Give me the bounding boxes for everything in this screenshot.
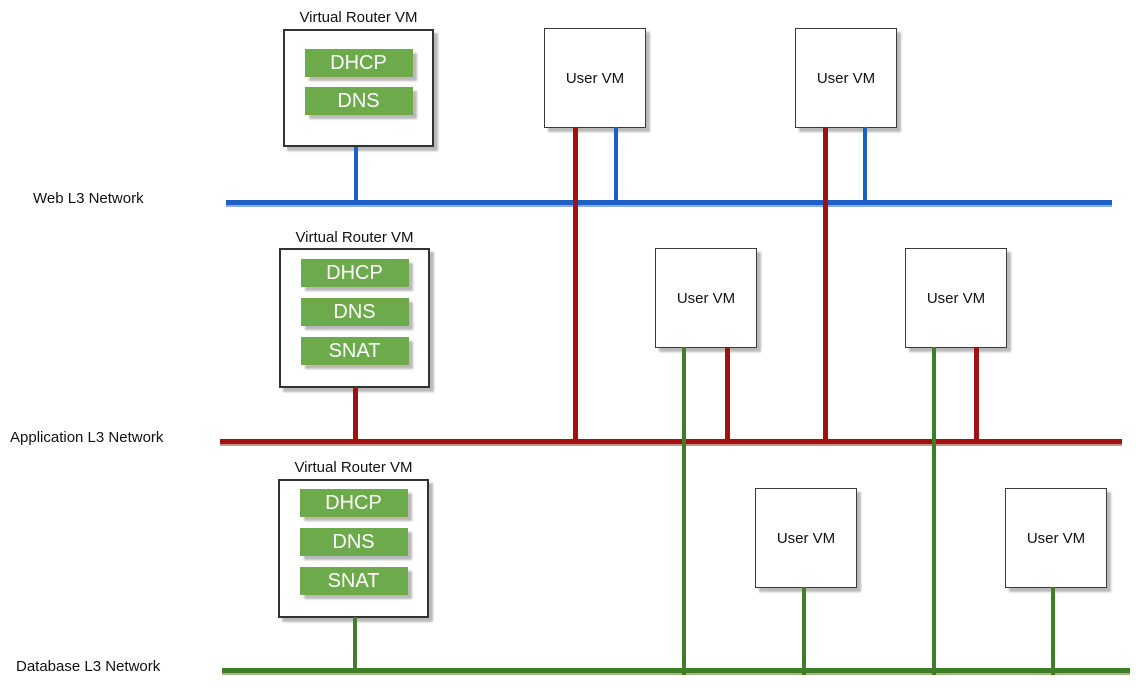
router-title: Virtual Router VM: [299, 9, 418, 26]
link-uservm2-web: [863, 127, 867, 205]
link-uservm4-db: [932, 347, 936, 675]
link-uservm6-db: [1051, 587, 1055, 675]
database-l3-network-line: [222, 668, 1130, 675]
application-network-label: Application L3 Network: [10, 429, 164, 446]
link-uservm2-app: [823, 127, 828, 444]
service-badge-dns: DNS: [304, 87, 413, 115]
user-vm-label: User VM: [816, 69, 876, 87]
link-uservm1-web: [614, 127, 618, 205]
router-title: Virtual Router VM: [295, 229, 414, 246]
user-vm-6: User VM: [1005, 488, 1107, 588]
service-badge-dns: DNS: [299, 528, 408, 556]
user-vm-label: User VM: [565, 69, 625, 87]
user-vm-label: User VM: [776, 529, 836, 547]
web-l3-network-line: [226, 200, 1112, 207]
virtual-router-app: DHCP DNS SNAT: [279, 248, 430, 388]
user-vm-1: User VM: [544, 28, 646, 128]
link-uservm1-app: [573, 127, 578, 444]
link-uservm3-app: [725, 347, 730, 444]
link-uservm4-app: [974, 347, 979, 444]
router-title: Virtual Router VM: [294, 459, 413, 476]
service-badge-dhcp: DHCP: [304, 49, 413, 77]
service-badge-dns: DNS: [300, 298, 409, 326]
link-uservm3-db: [682, 347, 686, 675]
web-network-label: Web L3 Network: [33, 190, 144, 207]
service-badge-dhcp: DHCP: [300, 259, 409, 287]
database-network-label: Database L3 Network: [16, 658, 161, 675]
service-badge-snat: SNAT: [300, 337, 409, 365]
service-badge-dhcp: DHCP: [299, 489, 408, 517]
user-vm-label: User VM: [676, 289, 736, 307]
user-vm-3: User VM: [655, 248, 757, 348]
user-vm-4: User VM: [905, 248, 1007, 348]
link-router-db: [353, 617, 357, 673]
link-uservm5-db: [802, 587, 806, 675]
service-badge-snat: SNAT: [299, 567, 408, 595]
user-vm-2: User VM: [795, 28, 897, 128]
application-l3-network-line: [220, 439, 1122, 446]
user-vm-5: User VM: [755, 488, 857, 588]
user-vm-label: User VM: [926, 289, 986, 307]
virtual-router-db: DHCP DNS SNAT: [278, 479, 429, 618]
link-router-web: [354, 147, 358, 203]
user-vm-label: User VM: [1026, 529, 1086, 547]
link-router-app: [353, 387, 358, 443]
virtual-router-web: DHCP DNS: [283, 29, 434, 147]
